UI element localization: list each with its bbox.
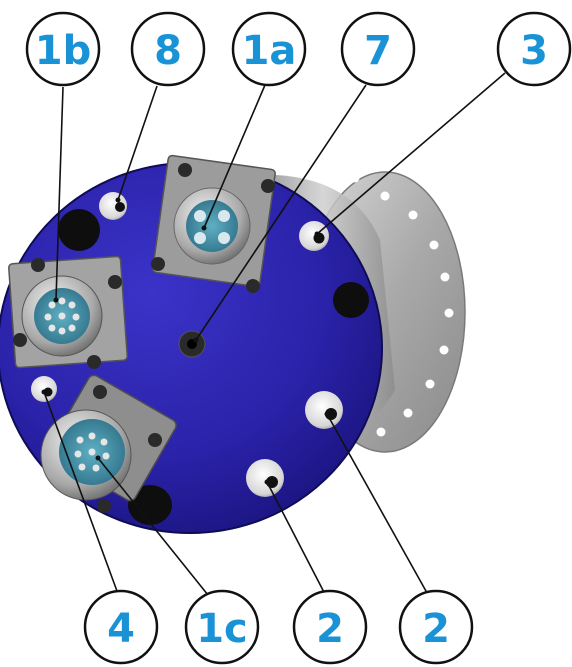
port-2-right bbox=[305, 391, 343, 429]
svg-text:2: 2 bbox=[422, 606, 450, 652]
screw-icon bbox=[87, 355, 101, 369]
screw-icon bbox=[246, 279, 260, 293]
screw-icon bbox=[31, 258, 45, 272]
screw-icon bbox=[151, 257, 165, 271]
svg-text:3: 3 bbox=[520, 28, 548, 74]
connector-1b bbox=[9, 256, 128, 369]
screw-icon bbox=[108, 275, 122, 289]
svg-text:2: 2 bbox=[316, 606, 344, 652]
port-7 bbox=[179, 331, 205, 357]
port-3 bbox=[299, 221, 329, 251]
callout-1a: 1a bbox=[233, 13, 305, 85]
port-8 bbox=[99, 192, 127, 220]
port-2-lower bbox=[246, 459, 284, 497]
svg-text:7: 7 bbox=[364, 28, 392, 74]
screw-icon bbox=[93, 385, 107, 399]
screw-icon bbox=[178, 163, 192, 177]
recess-hole bbox=[333, 282, 369, 318]
screw-icon bbox=[148, 433, 162, 447]
callout-2-left: 2 bbox=[294, 591, 366, 663]
screw-icon bbox=[261, 179, 275, 193]
callout-1c: 1c bbox=[186, 591, 258, 663]
recess-hole bbox=[58, 209, 100, 251]
connector-1a bbox=[151, 155, 276, 293]
svg-text:1b: 1b bbox=[35, 28, 91, 74]
svg-text:1c: 1c bbox=[196, 606, 248, 652]
screw-icon bbox=[97, 499, 111, 513]
callout-3: 3 bbox=[498, 13, 570, 85]
callout-7: 7 bbox=[342, 13, 414, 85]
svg-text:8: 8 bbox=[154, 28, 182, 74]
callout-4: 4 bbox=[85, 591, 157, 663]
screw-icon bbox=[13, 333, 27, 347]
callout-1b: 1b bbox=[27, 13, 99, 85]
svg-text:4: 4 bbox=[107, 606, 135, 652]
svg-text:1a: 1a bbox=[242, 28, 297, 74]
callout-2-right: 2 bbox=[400, 591, 472, 663]
callout-8: 8 bbox=[132, 13, 204, 85]
port-4 bbox=[31, 376, 57, 402]
